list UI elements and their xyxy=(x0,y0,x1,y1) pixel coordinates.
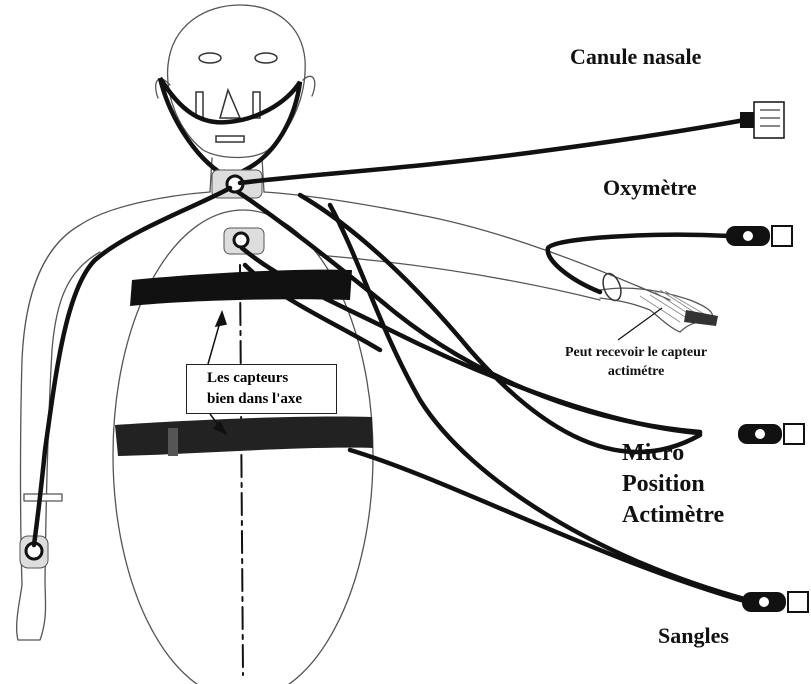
oximeter-plug xyxy=(726,226,792,246)
oximeter-cable xyxy=(548,235,730,292)
belt-buckle xyxy=(168,428,178,456)
wrist-band xyxy=(24,494,62,501)
right-arm-lower-outline xyxy=(318,255,600,300)
label-finger-sensor-note: Peut recevoir le capteur actimétre xyxy=(565,343,707,381)
mouth xyxy=(216,136,244,142)
thoracic-belt xyxy=(130,270,352,306)
label-nasal-cannula: Canule nasale xyxy=(570,44,701,70)
label-micro: Micro xyxy=(622,438,724,469)
cannula-connector xyxy=(740,102,784,138)
cannula-cable xyxy=(240,120,745,183)
axis-callout-box: Les capteurs bien dans l'axe xyxy=(186,364,337,414)
label-actimetre: Actimètre xyxy=(622,500,724,531)
nose xyxy=(220,90,240,118)
finger-pointer-line xyxy=(618,308,662,340)
left-arm-outline xyxy=(17,192,210,640)
label-oximeter: Oxymètre xyxy=(603,175,697,201)
label-position: Position xyxy=(622,469,724,500)
abdominal-belt xyxy=(115,417,373,456)
chest-electrode xyxy=(234,233,248,247)
label-belts: Sangles xyxy=(658,623,729,649)
right-eye xyxy=(255,53,277,63)
axis-callout-line1: Les capteurs xyxy=(207,368,336,389)
axis-callout-line2: bien dans l'axe xyxy=(207,389,336,410)
micro-plug xyxy=(738,424,804,444)
axis-line xyxy=(240,265,243,675)
label-peut-line1: Peut recevoir le capteur xyxy=(565,343,707,362)
head-outline xyxy=(168,5,306,158)
label-peut-line2: actimétre xyxy=(565,362,707,381)
left-nasal-prong xyxy=(196,92,203,118)
label-micro-position: Micro Position Actimètre xyxy=(622,438,724,531)
belt-plug xyxy=(742,592,808,612)
right-ear xyxy=(303,76,315,96)
left-eye xyxy=(199,53,221,63)
